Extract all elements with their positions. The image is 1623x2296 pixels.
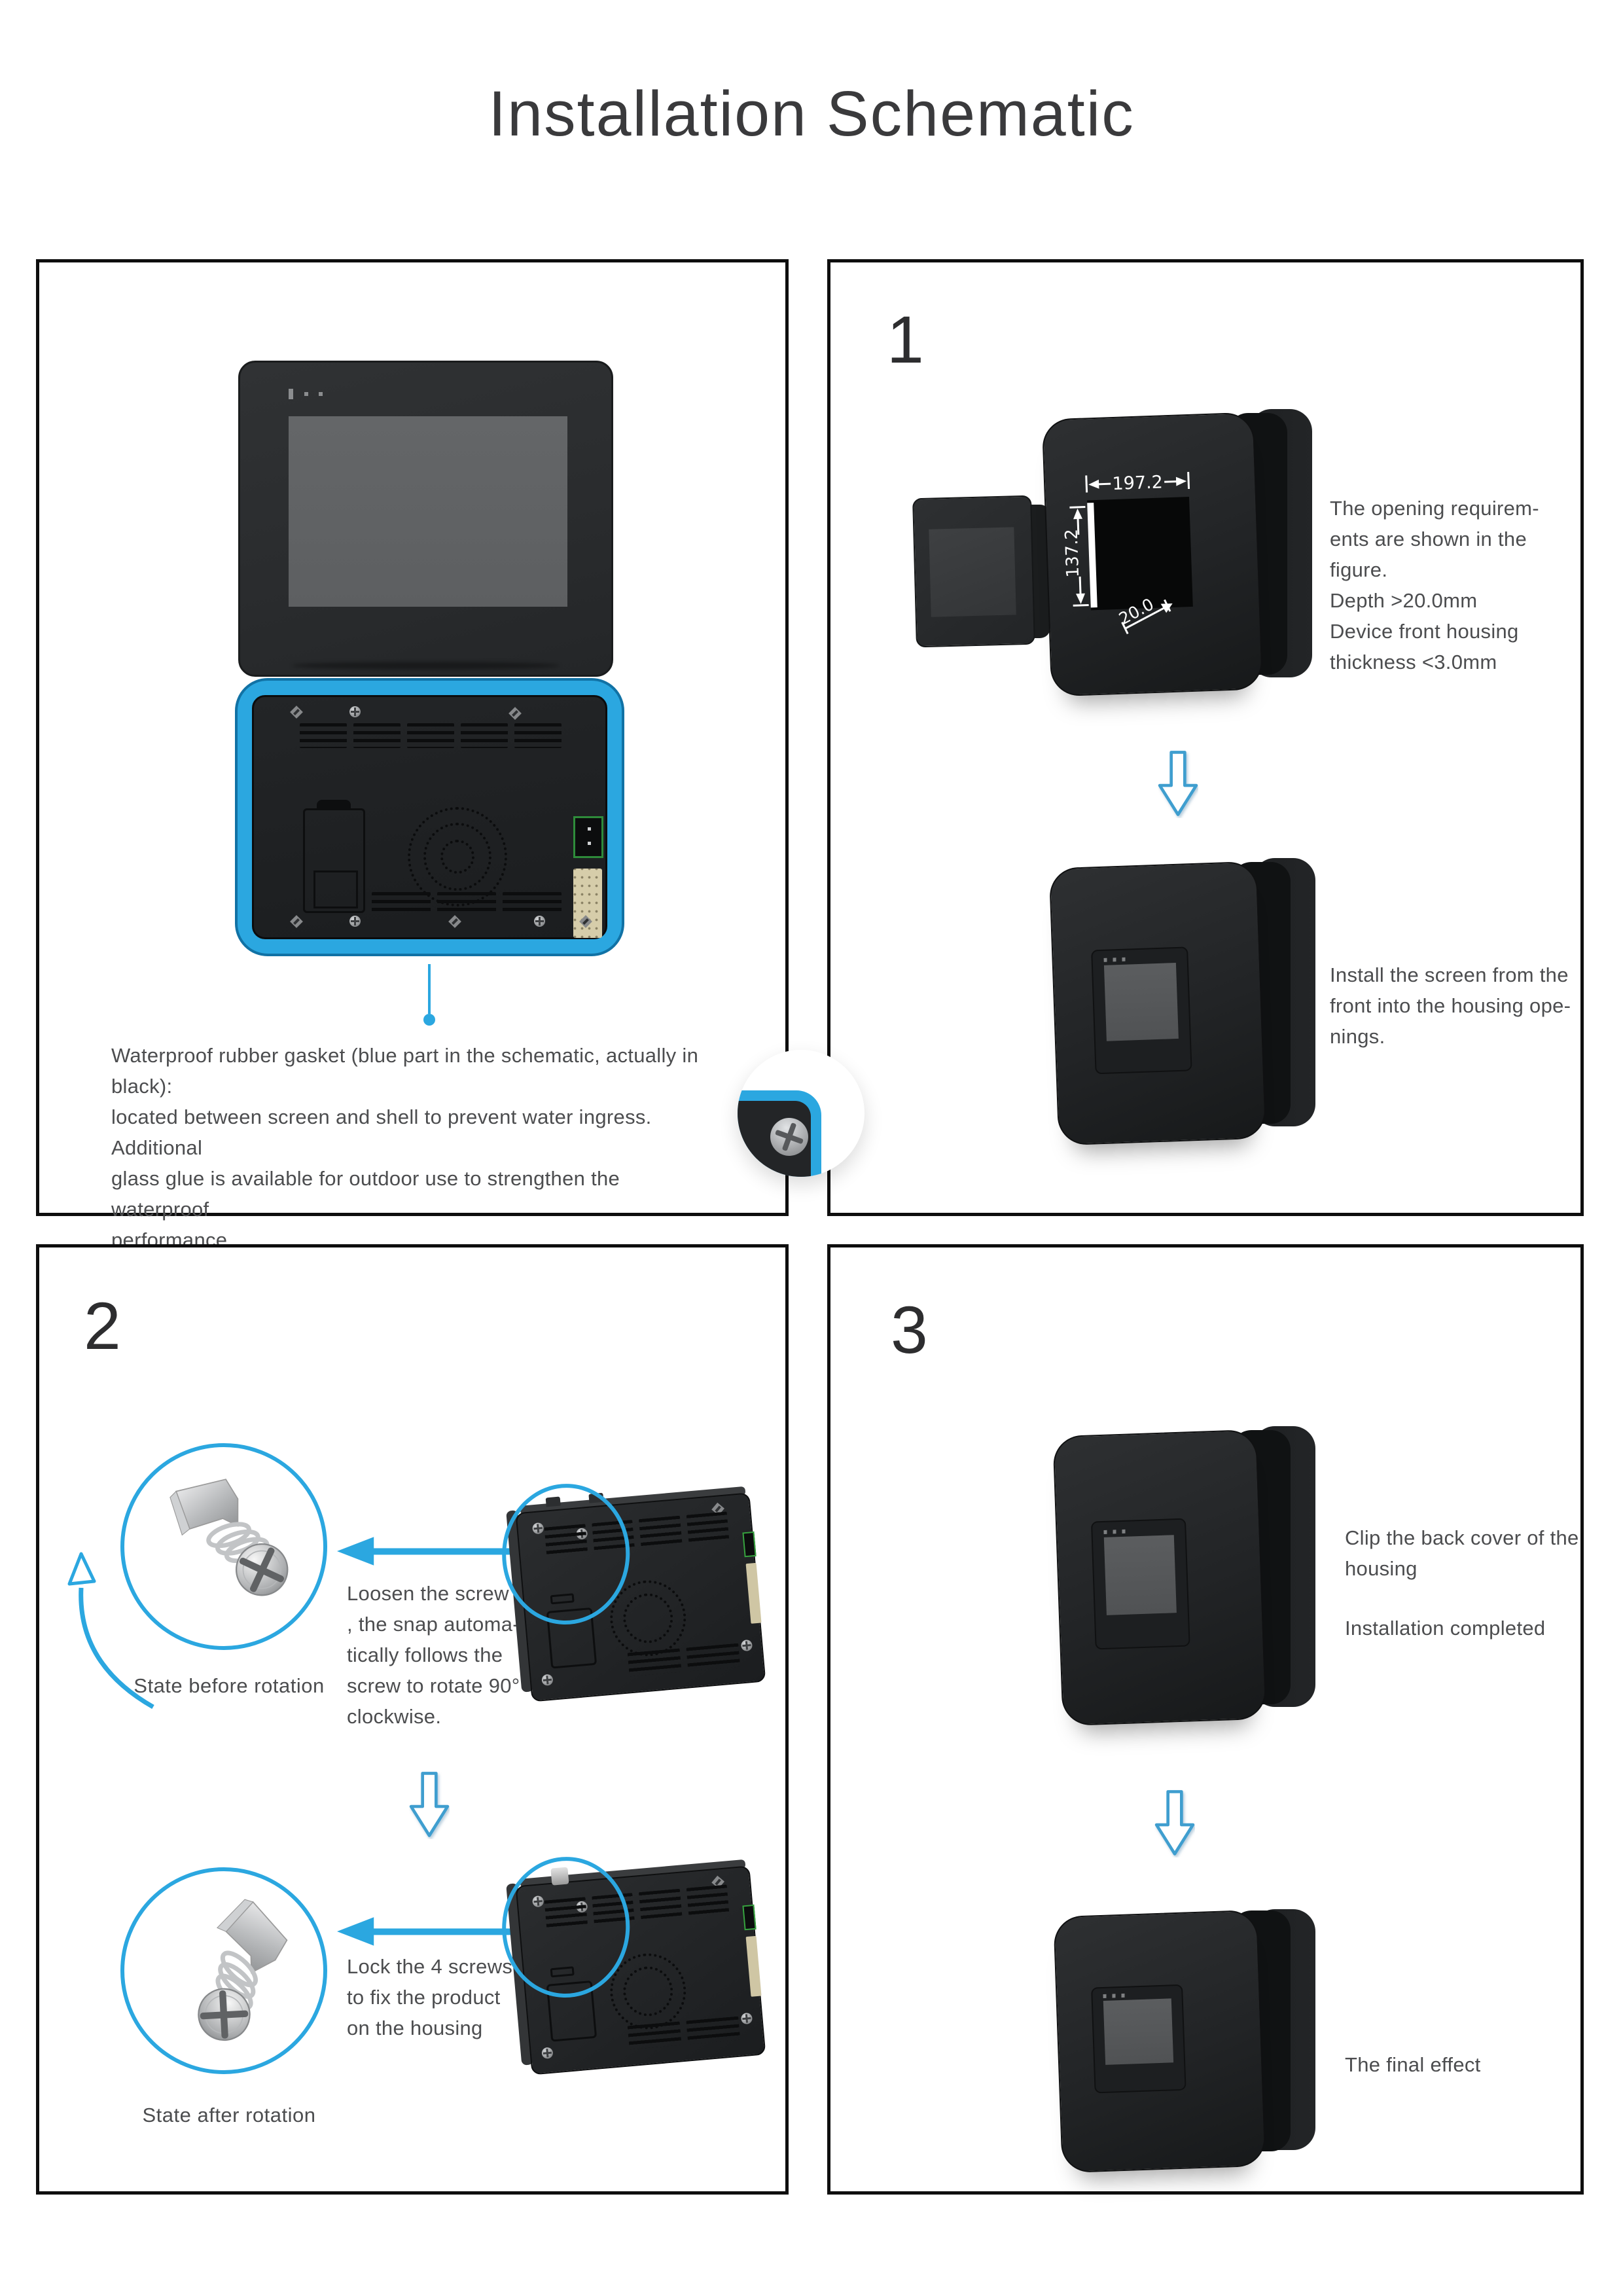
final-text: The final effect [1345, 2053, 1481, 2076]
screw-icon [541, 2047, 554, 2059]
indicator-dots-icon [1103, 1994, 1130, 1999]
installed-screen [1104, 963, 1179, 1041]
panel-gasket-intro: Waterproof rubber gasket (blue part in t… [36, 259, 865, 1251]
housing-opening: 197.2 137.2 20.0 [1062, 471, 1193, 635]
callout-arrow-icon [337, 1917, 515, 1946]
panel-step-2: 2 [36, 1244, 789, 2195]
rotate-arrow-icon [67, 1552, 154, 1710]
installed-screen-bezel [1091, 946, 1192, 1075]
snap-screw-illustration [198, 1899, 288, 2041]
snap-after-circle [120, 1867, 327, 2074]
screw-icon [448, 915, 461, 928]
screw-icon [541, 1674, 554, 1686]
housing-front: 197.2 137.2 20.0 [1041, 412, 1264, 697]
screw-icon [508, 707, 522, 720]
dimension-annotations: 197.2 137.2 20.0 [1062, 471, 1190, 635]
panel-step-3: 3 Clip the back cover of the housing Ins… [827, 1244, 1584, 2195]
gasket-caption: Waterproof rubber gasket (blue part in t… [111, 1044, 699, 1251]
front-screen [289, 416, 567, 607]
io-connector [573, 869, 602, 938]
module-screen [929, 527, 1016, 617]
housing-front [1052, 1429, 1267, 1727]
housing-installed [1048, 858, 1315, 1146]
panel-step-1: 1 [827, 259, 1584, 1216]
screen-module [912, 495, 1050, 648]
screw-icon [740, 1639, 753, 1652]
snap-screw-illustration [169, 1479, 289, 1596]
module-body [912, 495, 1035, 648]
down-arrow-icon [1154, 1790, 1195, 1856]
back-panel [252, 695, 607, 939]
vent-grille [372, 892, 562, 913]
gasket-leader-line [428, 964, 431, 1014]
magnifier-circle [738, 1050, 865, 1177]
lock-text: Lock the 4 screws to fix the product on … [347, 1955, 513, 2039]
housing-with-opening: 197.2 137.2 20.0 [1041, 409, 1312, 697]
device-back-tilted [498, 1480, 766, 1702]
final-housing [1053, 1909, 1315, 2174]
device-back-view [235, 678, 865, 1177]
indicator-dots-icon [289, 389, 341, 401]
down-arrow-icon [409, 1772, 450, 1837]
power-connector [742, 1531, 757, 1558]
step-number: 3 [891, 1293, 928, 1367]
power-connector [742, 1904, 757, 1931]
installed-screen [1103, 1535, 1177, 1615]
housing-front [1053, 1909, 1266, 2174]
screw-icon [349, 916, 361, 927]
loosen-text: Loosen the screw , the snap automa- tica… [347, 1582, 520, 1728]
clip-text: Clip the back cover of the housing [1345, 1526, 1579, 1580]
installed-screen-bezel [1090, 1518, 1190, 1650]
down-arrow-icon [1158, 751, 1198, 816]
installed-screen [1103, 1998, 1173, 2065]
gasket-leader-dot [423, 1014, 435, 1026]
io-connector [745, 1935, 762, 1997]
snap-before-circle [120, 1443, 327, 1650]
indicator-dots-icon [1103, 1529, 1130, 1534]
battery-compartment [303, 800, 365, 913]
io-connector [745, 1562, 762, 1624]
page-title: Installation Schematic [488, 78, 1135, 149]
device-back-tilted [498, 1854, 766, 2075]
dim-height-label: 137.2 [1062, 529, 1084, 578]
power-connector [573, 816, 603, 858]
installed-screen-bezel [1091, 1984, 1186, 2094]
dim-width-label: 197.2 [1112, 472, 1163, 494]
install-text: Install the screen from the front into t… [1330, 963, 1571, 1048]
indicator-dots-icon [1103, 957, 1130, 962]
step-number: 1 [887, 302, 924, 377]
housing-front [1048, 861, 1267, 1146]
device-front-view [238, 361, 613, 677]
completed-text: Installation completed [1345, 1617, 1546, 1640]
state-after-label: State after rotation [142, 2104, 316, 2126]
state-before-label: State before rotation [134, 1674, 325, 1697]
screw-icon [290, 915, 303, 928]
screw-icon [290, 706, 303, 719]
step-number: 2 [84, 1289, 121, 1363]
vent-grille [300, 723, 562, 748]
screw-icon [534, 916, 545, 927]
screw-icon [740, 2012, 753, 2025]
opening-requirements-text: The opening requirem- ents are shown in … [1330, 497, 1539, 673]
callout-arrow-icon [337, 1537, 515, 1566]
screw-icon [349, 706, 361, 717]
housing-clipped [1052, 1426, 1315, 1727]
